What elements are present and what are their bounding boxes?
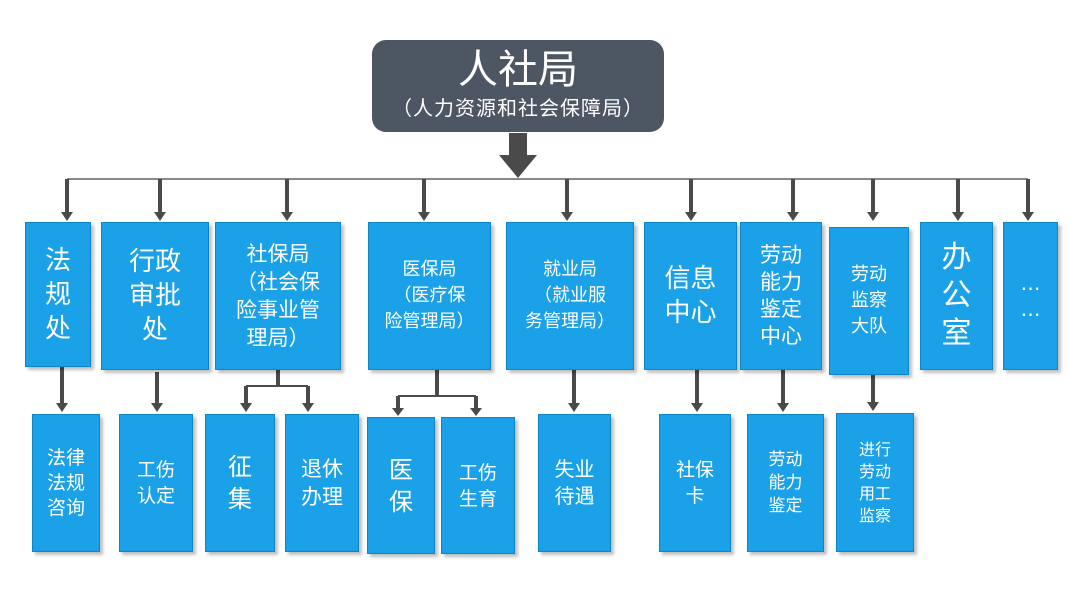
department-arrows	[61, 179, 1034, 221]
sub-collection: 征 集	[205, 414, 275, 552]
dept-employment-bureau: 就业局 （就业服 务管理局）	[506, 222, 634, 370]
sub-labor-capacity-appraisal: 劳动 能力 鉴定	[747, 414, 824, 552]
dept-labor-capacity-appraisal-center: 劳动 能力 鉴定 中心	[740, 222, 822, 370]
sub-medical-insurance: 医 保	[367, 417, 435, 554]
root-title: 人社局	[458, 47, 578, 93]
dept-social-insurance-bureau: 社保局 （社会保 险事业管 理局）	[215, 222, 341, 370]
sub-work-injury-determination: 工伤 认定	[119, 414, 193, 552]
dept-medical-insurance-bureau: 医保局 （医疗保 险管理局）	[368, 222, 491, 370]
sub-legal-consulting: 法律 法规 咨询	[32, 414, 100, 552]
dept-general-office: 办 公 室	[920, 222, 993, 370]
sub-retirement-processing: 退休 办理	[285, 414, 359, 552]
dept-admin-approval-office: 行政 审批 处	[101, 222, 209, 370]
sub-unemployment-benefits: 失业 待遇	[538, 414, 611, 552]
sub-labor-employment-inspection: 进行 劳动 用工 监察	[836, 413, 914, 552]
dept-labor-inspection-brigade: 劳动 监察 大队	[829, 227, 909, 375]
sub-unit-arrows	[56, 367, 879, 416]
dept-more-ellipsis: … …	[1003, 222, 1058, 370]
sub-work-injury-maternity: 工伤 生育	[441, 417, 515, 554]
root-down-arrow	[499, 133, 537, 178]
dept-information-center: 信息 中心	[644, 222, 737, 370]
root-subtitle: （人力资源和社会保障局）	[392, 96, 644, 120]
root-node-hrss-bureau: 人社局 （人力资源和社会保障局）	[372, 40, 664, 132]
sub-social-security-card: 社保 卡	[659, 414, 731, 552]
dept-legal-office: 法 规 处	[25, 222, 91, 367]
